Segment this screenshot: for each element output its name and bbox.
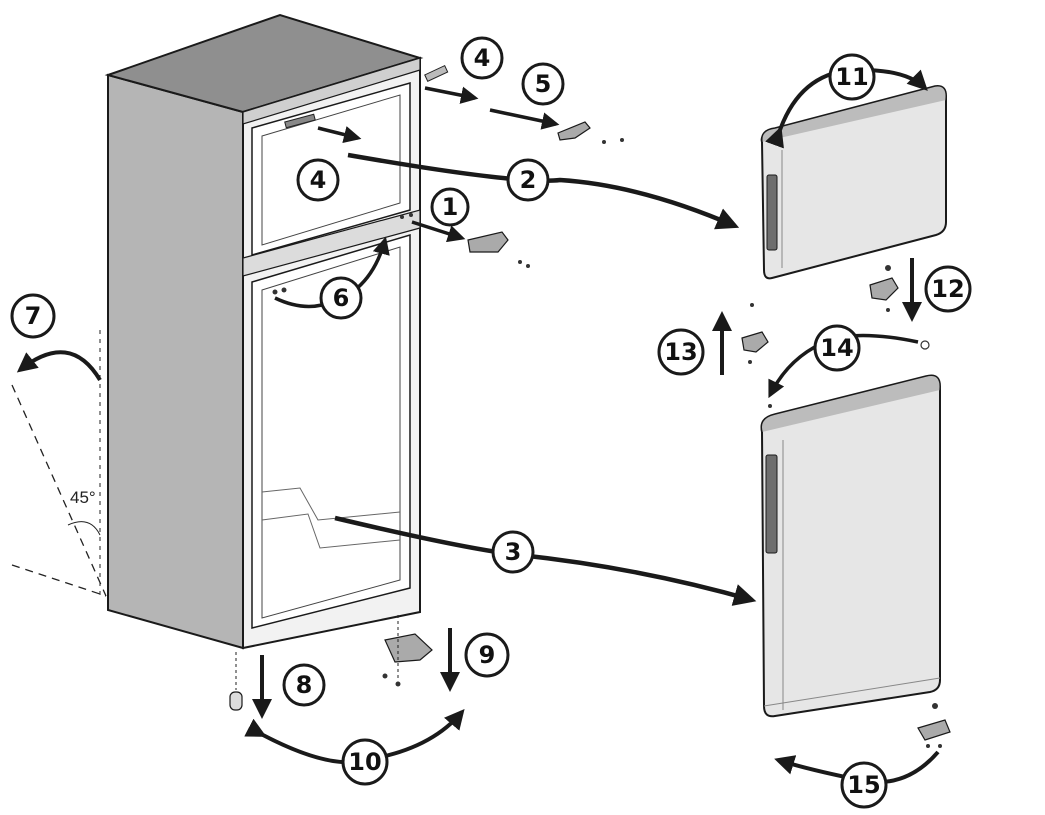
callout-3: 3: [491, 530, 535, 574]
svg-text:4: 4: [474, 44, 491, 72]
freezer-door-handle: [766, 174, 778, 251]
hole-screw: [409, 213, 413, 217]
callout-8: 8: [282, 663, 326, 707]
hole-screw: [281, 287, 287, 293]
fridge-door: [760, 374, 941, 718]
callout-4-top: 4: [460, 36, 504, 80]
svg-text:13: 13: [664, 338, 697, 366]
svg-text:5: 5: [535, 70, 552, 98]
freezer-door-hinge-part: [869, 265, 899, 312]
hole-screw: [272, 289, 278, 295]
callout-5: 5: [521, 62, 565, 106]
freezer-door: [760, 85, 948, 280]
compartment-divider: [242, 209, 421, 277]
svg-text:14: 14: [820, 334, 853, 362]
callout-14: 14: [813, 324, 861, 372]
fridge-door-top-hinge-part: [741, 303, 930, 408]
arrow-4-cover: [317, 126, 362, 144]
callout-13: 13: [657, 328, 705, 376]
svg-text:6: 6: [333, 284, 350, 312]
freezer-inner-lining: [261, 94, 401, 246]
callout-11: 11: [828, 53, 876, 101]
arrow-4-top: [424, 86, 479, 104]
svg-text:4: 4: [310, 166, 327, 194]
callout-7: 7: [10, 293, 56, 339]
fridge-inner-lining: [261, 246, 401, 619]
middle-hinge-part: [467, 231, 530, 268]
callout-12: 12: [924, 265, 972, 313]
top-hinge-pin: [424, 64, 449, 82]
arrow-1: [411, 220, 466, 243]
adjustable-foot: [229, 652, 243, 711]
svg-text:2: 2: [520, 166, 537, 194]
door-bottom-edge: [763, 677, 941, 707]
fridge-compartment: [251, 233, 411, 629]
callout-6: 6: [319, 276, 363, 320]
svg-text:3: 3: [505, 538, 522, 566]
fridge-door-bottom-hinge-part: [917, 703, 951, 748]
callout-15: 15: [840, 761, 888, 809]
arrow-7: [16, 350, 102, 382]
hinge-cover-top: [284, 113, 316, 129]
cabinet-top-trim: [242, 57, 421, 125]
fridge-door-top-edge: [760, 374, 941, 433]
callout-4-cover: 4: [296, 158, 340, 202]
fridge-door-handle: [765, 454, 778, 554]
fridge-door-body: [760, 378, 941, 718]
svg-text:9: 9: [479, 641, 496, 669]
svg-text:7: 7: [25, 302, 42, 330]
svg-text:8: 8: [296, 671, 313, 699]
svg-text:11: 11: [835, 63, 868, 91]
crisper-drawer: [261, 487, 401, 549]
angle-label: 45°: [70, 488, 96, 507]
svg-text:1: 1: [442, 193, 459, 221]
tilt-angle-guide: 45°: [11, 330, 107, 597]
arrow-2: [347, 152, 740, 230]
callout-1: 1: [430, 187, 470, 227]
svg-text:12: 12: [931, 275, 964, 303]
svg-text:15: 15: [847, 771, 880, 799]
hole-screw: [400, 215, 404, 219]
callout-10: 10: [341, 738, 389, 786]
callout-9: 9: [464, 632, 510, 678]
top-hinge-part: [557, 121, 624, 144]
arrow-5: [489, 108, 560, 130]
callouts: 1 2 3 4 4 5 6 7: [10, 36, 972, 809]
refrigerator-cabinet: [104, 13, 449, 650]
bottom-hinge-part: [382, 615, 433, 687]
cabinet-side-panel: [107, 73, 244, 650]
svg-text:10: 10: [348, 748, 381, 776]
callout-2: 2: [506, 158, 550, 202]
